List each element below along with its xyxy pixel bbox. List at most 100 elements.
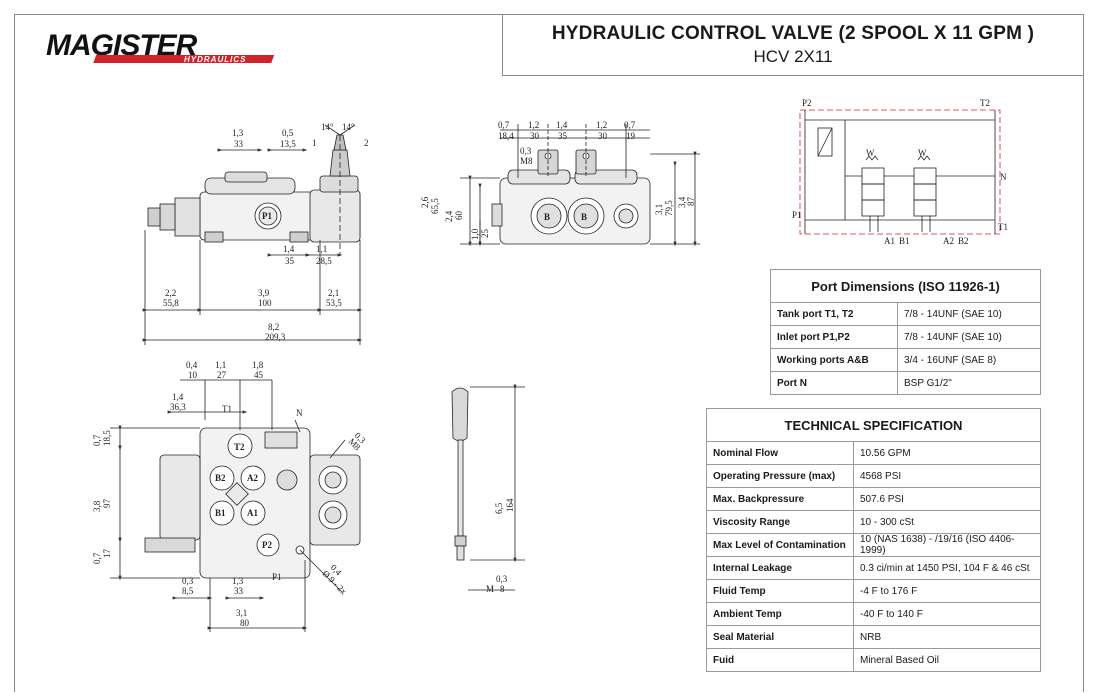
dim-mm: 19 bbox=[626, 131, 636, 141]
dim-mm: 80 bbox=[240, 618, 250, 628]
row-label: Operating Pressure (max) bbox=[706, 464, 854, 488]
dim-imp: 3,1 bbox=[654, 204, 664, 215]
row-label: Seal Material bbox=[706, 625, 854, 649]
row-label: Ambient Temp bbox=[706, 602, 854, 626]
dim-mm: 27 bbox=[217, 370, 227, 380]
angle-label: 14° bbox=[321, 122, 334, 132]
table-row: Fluid Temp-4 F to 176 F bbox=[706, 579, 1041, 603]
dim-imp: 2,2 bbox=[165, 288, 176, 298]
row-value: -40 F to 140 F bbox=[853, 602, 1041, 626]
port-label-n: N bbox=[296, 408, 303, 418]
dim-imp: 3,4 bbox=[677, 196, 687, 208]
row-value: NRB bbox=[853, 625, 1041, 649]
handle-view bbox=[451, 384, 525, 591]
dim-imp: 3,1 bbox=[236, 608, 247, 618]
dim-imp: 1,0 bbox=[470, 228, 480, 240]
schematic-port-label: T1 bbox=[998, 222, 1008, 232]
front-view-labels: 0,7 18,4 1,2 30 1,4 35 1,2 30 0,7 19 0,3… bbox=[420, 120, 696, 240]
schematic-port-label: B1 bbox=[899, 236, 910, 246]
table-row: Ambient Temp-40 F to 140 F bbox=[706, 602, 1041, 626]
port-label-p1: P1 bbox=[262, 211, 272, 221]
dim-mm: 65,5 bbox=[430, 198, 440, 214]
dim-mm: 53,5 bbox=[326, 298, 342, 308]
dim-imp: 0,4 bbox=[186, 360, 198, 370]
dim-mm: 55,8 bbox=[163, 298, 179, 308]
schematic-port-label: P2 bbox=[802, 98, 812, 108]
row-label: Internal Leakage bbox=[706, 556, 854, 580]
dim-imp: 6,5 bbox=[494, 502, 504, 514]
dim-mm: 18,5 bbox=[102, 430, 112, 446]
dim-mm: 100 bbox=[258, 298, 272, 308]
row-value: 10 - 300 cSt bbox=[853, 510, 1041, 534]
dim-mm: 13,5 bbox=[280, 139, 296, 149]
row-value: BSP G1/2" bbox=[897, 371, 1041, 395]
dim-imp: 2,6 bbox=[420, 196, 430, 208]
dim-imp: 0,3 bbox=[520, 146, 532, 156]
logo-red-bar bbox=[93, 55, 275, 63]
spool-label: B bbox=[581, 212, 587, 222]
dim-imp: 1,2 bbox=[528, 120, 539, 130]
dim-mm: 35 bbox=[285, 256, 295, 266]
row-label: Working ports A&B bbox=[770, 348, 898, 372]
schematic-port-label: B2 bbox=[958, 236, 969, 246]
dim-mm: 30 bbox=[530, 131, 540, 141]
magister-logo: MAGISTER HYDRAULICS bbox=[46, 29, 275, 64]
handle-view-labels: 6,5 164 0,3 M 8 bbox=[486, 498, 515, 594]
dim-mm: 25 bbox=[480, 229, 490, 239]
dim-mm: 164 bbox=[505, 498, 515, 512]
dim-imp: 8,2 bbox=[268, 322, 279, 332]
side-view bbox=[142, 124, 363, 345]
dim-mm: 28,5 bbox=[316, 256, 332, 266]
schematic-port-label: A2 bbox=[943, 236, 954, 246]
port-label-p2: P2 bbox=[262, 540, 272, 550]
page-title: HYDRAULIC CONTROL VALVE (2 SPOOL X 11 GP… bbox=[551, 23, 1035, 44]
row-label: Fuid bbox=[706, 648, 854, 672]
row-value: -4 F to 176 F bbox=[853, 579, 1041, 603]
angle-label: 14° bbox=[342, 122, 355, 132]
row-value: 10.56 GPM bbox=[853, 441, 1041, 465]
top-view-labels: 0,4 10 1,1 27 1,8 45 1,4 36,3 T1 N T2 B2… bbox=[92, 360, 368, 628]
title-block: HYDRAULIC CONTROL VALVE (2 SPOOL X 11 GP… bbox=[502, 14, 1083, 76]
dim-imp: 1,8 bbox=[252, 360, 264, 370]
row-label: Port N bbox=[770, 371, 898, 395]
dim-imp: 1,4 bbox=[283, 244, 295, 254]
dim-mm: 97 bbox=[102, 499, 112, 509]
dim-imp: 0,5 bbox=[282, 128, 294, 138]
dim-mm: 8,5 bbox=[182, 586, 194, 596]
hydraulic-schematic bbox=[799, 109, 1001, 235]
dim-mm: 79,5 bbox=[664, 200, 674, 216]
row-value: 0.3 ci/min at 1450 PSI, 104 F & 46 cSt bbox=[853, 556, 1041, 580]
drawing-sheet-border bbox=[14, 14, 1084, 692]
dim-imp: 0,3 bbox=[496, 574, 508, 584]
dim-imp: 1,4 bbox=[172, 392, 184, 402]
row-label: Nominal Flow bbox=[706, 441, 854, 465]
port-dimensions-header: Port Dimensions (ISO 11926-1) bbox=[770, 269, 1041, 303]
row-label: Max Level of Contamination bbox=[706, 533, 854, 557]
dim-imp: 1,3 bbox=[232, 128, 244, 138]
port-label-a1: A1 bbox=[247, 508, 258, 518]
dim-imp: 1,1 bbox=[215, 360, 226, 370]
dim-mm: 17 bbox=[102, 549, 112, 559]
dim-mm: 18,4 bbox=[498, 131, 514, 141]
dim-imp: 3,8 bbox=[92, 500, 102, 512]
row-label: Fluid Temp bbox=[706, 579, 854, 603]
dim-mm: 209,3 bbox=[265, 332, 286, 342]
dim-imp: 0,7 bbox=[624, 120, 636, 130]
dim-mm: 33 bbox=[234, 586, 244, 596]
row-value: 507.6 PSI bbox=[853, 487, 1041, 511]
dim-imp: 0,7 bbox=[92, 434, 102, 446]
side-view-labels: 1,3 33 0,5 13,5 14° 14° 1 2 P1 1,4 35 1,… bbox=[163, 122, 369, 342]
dim-imp: 3,9 bbox=[258, 288, 270, 298]
thread-label: M8 bbox=[520, 156, 533, 166]
